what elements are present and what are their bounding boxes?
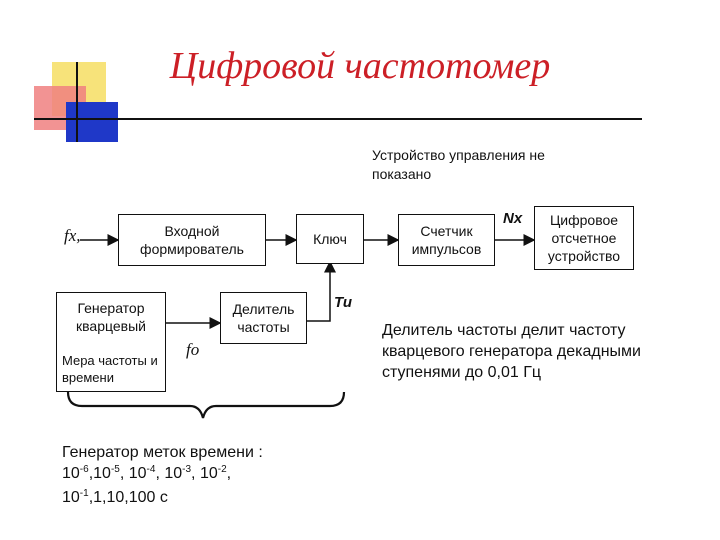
curly-brace bbox=[66, 391, 346, 419]
tm-val: ,1,10,100 с bbox=[88, 489, 168, 506]
block-counter: Счетчик импульсов bbox=[398, 214, 495, 266]
tm-exp: -5 bbox=[110, 464, 120, 475]
block-input-shaper-label: Входной формирователь bbox=[140, 223, 244, 257]
block-crystal-generator: Генератор кварцевый bbox=[56, 292, 166, 392]
block-key: Ключ bbox=[296, 214, 364, 264]
block-divider-label: Делитель частоты bbox=[232, 301, 295, 335]
arrow-divider-key bbox=[307, 260, 336, 322]
block-crystal-generator-label: Генератор кварцевый bbox=[76, 300, 146, 334]
tu-label: Tu bbox=[334, 294, 353, 311]
divider-note: Делитель частоты делит частоту кварцевог… bbox=[382, 322, 641, 381]
tm-exp: -1 bbox=[79, 488, 89, 499]
tm-val: , bbox=[226, 465, 232, 482]
nx-label: Nx bbox=[503, 210, 523, 227]
input-frequency-label: fx, bbox=[64, 226, 81, 246]
tm-exp: -4 bbox=[146, 464, 156, 475]
block-counter-label: Счетчик импульсов bbox=[411, 223, 482, 257]
measure-note: Мера частоты и времени bbox=[62, 353, 158, 385]
block-divider: Делитель частоты bbox=[220, 292, 307, 344]
block-display-label: Цифровое отсчетное устройство bbox=[547, 212, 621, 264]
block-input-shaper: Входной формирователь bbox=[118, 214, 266, 266]
tm-val: ,10 bbox=[88, 465, 111, 482]
decor-blue-square bbox=[66, 102, 118, 142]
time-marks-values: 10-6,10-5, 10-4, 10-3, 10-2,10-1,1,10,10… bbox=[62, 462, 362, 510]
tm-val: 10 bbox=[62, 465, 80, 482]
tm-exp: -3 bbox=[182, 464, 192, 475]
decor-vertical-line bbox=[76, 62, 78, 142]
tm-exp: -6 bbox=[79, 464, 89, 475]
title-underline bbox=[34, 118, 642, 120]
input-frequency-text: fx, bbox=[64, 226, 81, 245]
tm-val: 10 bbox=[62, 489, 80, 506]
tm-val: , 10 bbox=[191, 465, 218, 482]
tm-exp: -2 bbox=[217, 464, 227, 475]
time-marks-heading: Генератор меток времени : bbox=[62, 444, 263, 461]
page-title: Цифровой частотомер bbox=[169, 45, 551, 87]
block-display: Цифровое отсчетное устройство bbox=[534, 206, 634, 270]
tm-val: , 10 bbox=[155, 465, 183, 482]
block-key-label: Ключ bbox=[313, 231, 347, 247]
f0-label: fo bbox=[186, 340, 200, 359]
tm-val: , 10 bbox=[119, 465, 147, 482]
control-note: Устройство управления не показано bbox=[372, 147, 545, 182]
